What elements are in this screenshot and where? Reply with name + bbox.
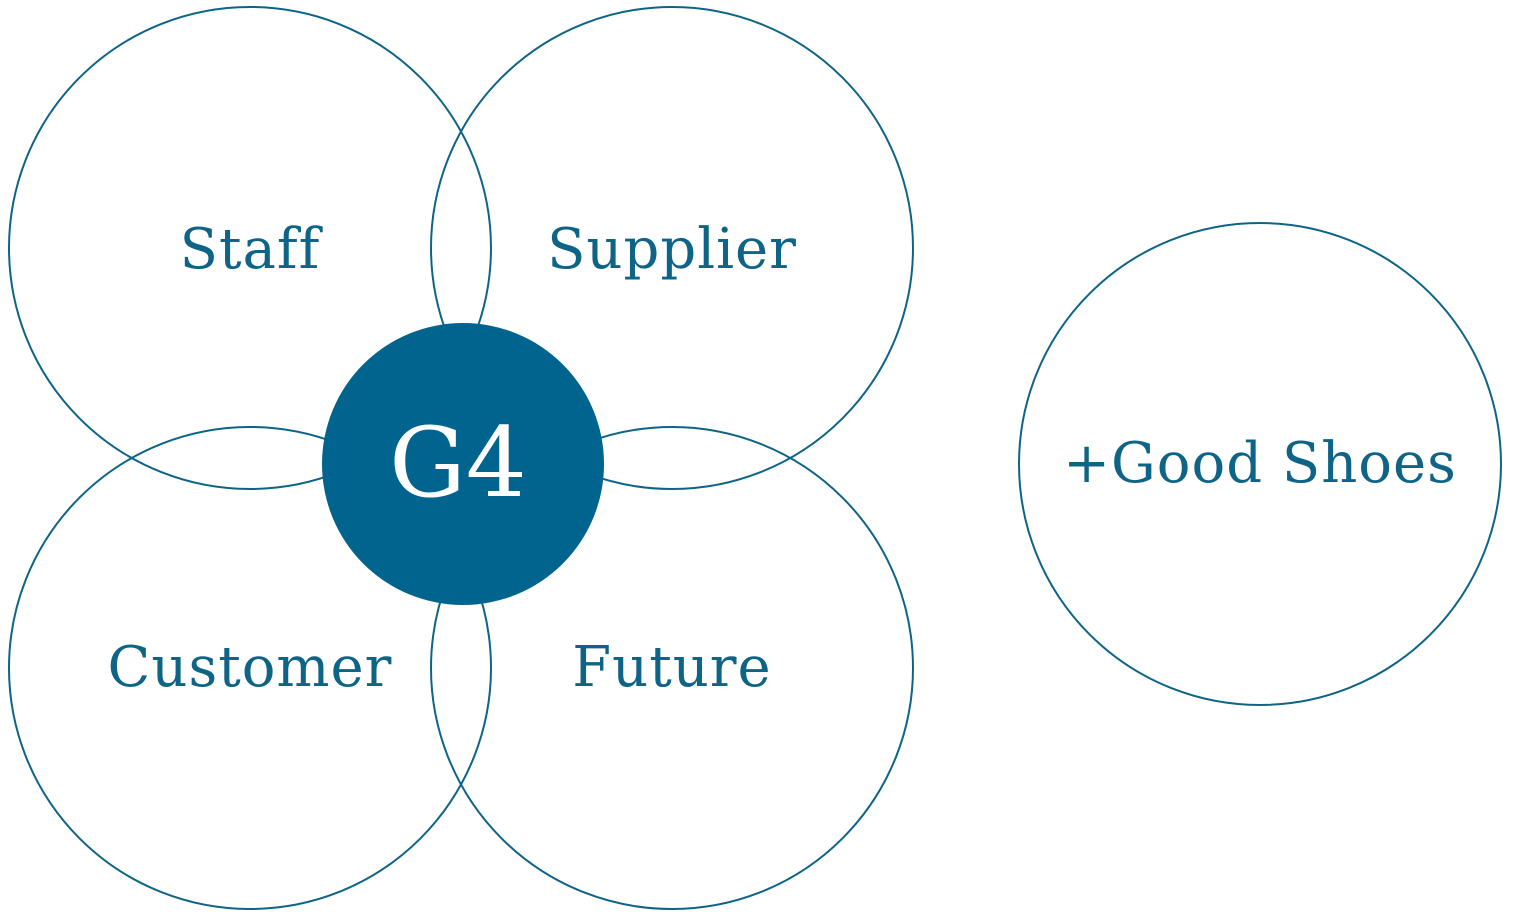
good-shoes-label: +Good Shoes [1063, 431, 1457, 496]
supplier-label: Supplier [547, 217, 797, 282]
supplier-circle [430, 6, 914, 490]
future-label: Future [572, 635, 771, 700]
g4-center-circle [322, 323, 604, 605]
g4-label: G4 [389, 407, 527, 519]
customer-circle [8, 426, 492, 910]
staff-circle [8, 6, 492, 490]
staff-label: Staff [180, 217, 324, 282]
future-circle [430, 426, 914, 910]
customer-label: Customer [108, 635, 393, 700]
good-shoes-circle [1018, 222, 1502, 706]
